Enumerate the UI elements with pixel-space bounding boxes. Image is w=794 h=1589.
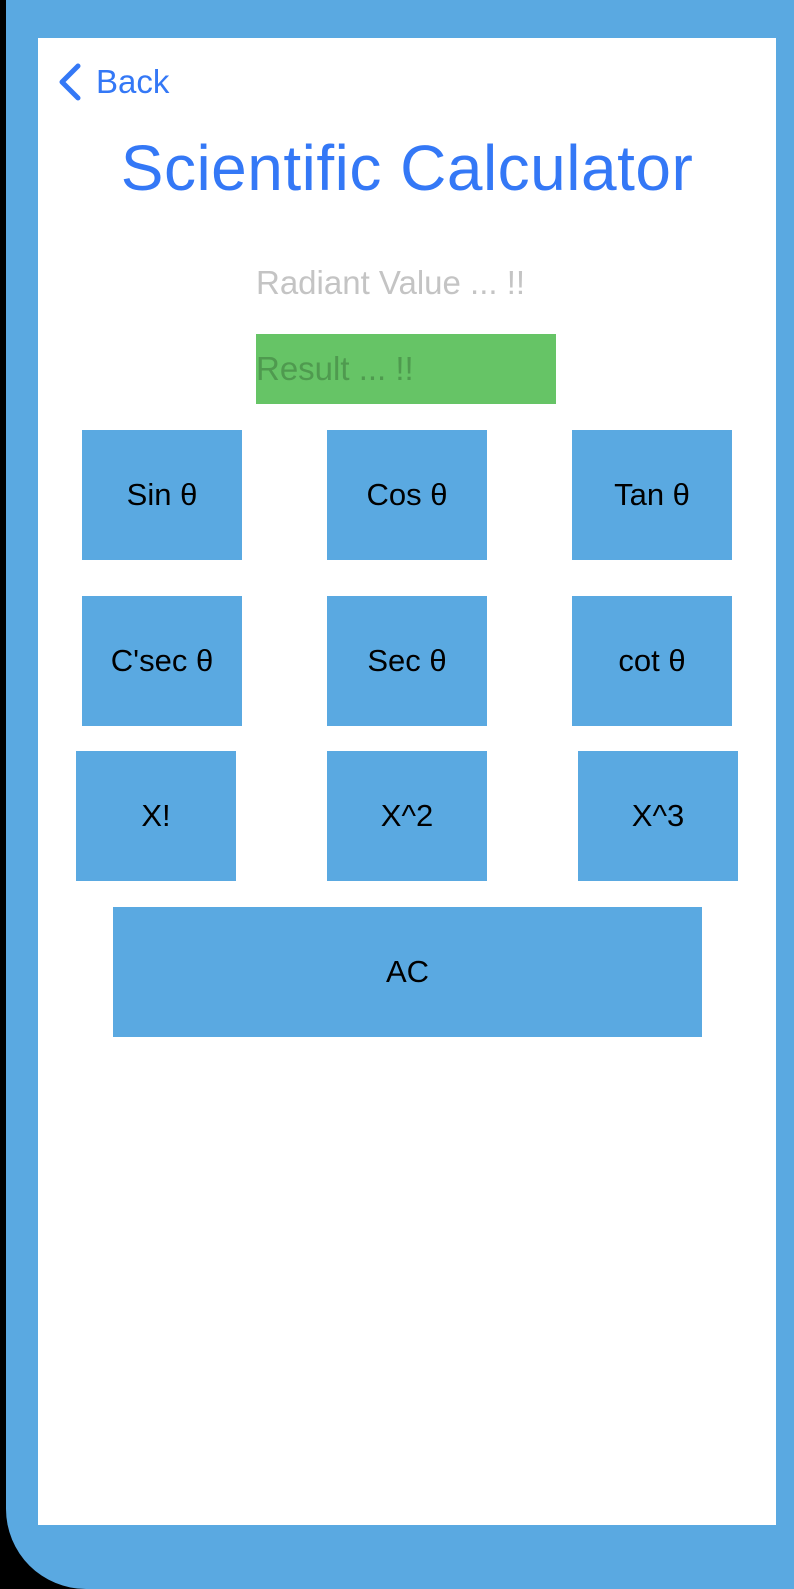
sin-button[interactable]: Sin θ <box>82 430 242 560</box>
back-button[interactable]: Back <box>56 60 169 104</box>
page-title: Scientific Calculator <box>120 132 694 204</box>
device-frame: Back Scientific Calculator Sin θ Cos θ T… <box>6 0 794 1589</box>
cot-button[interactable]: cot θ <box>572 596 732 726</box>
tan-button[interactable]: Tan θ <box>572 430 732 560</box>
cos-button[interactable]: Cos θ <box>327 430 487 560</box>
chevron-left-icon <box>56 62 84 102</box>
cube-button[interactable]: X^3 <box>578 751 738 881</box>
square-button[interactable]: X^2 <box>327 751 487 881</box>
clear-button[interactable]: AC <box>113 907 702 1037</box>
radiant-value-input[interactable] <box>256 260 556 306</box>
csec-button[interactable]: C'sec θ <box>82 596 242 726</box>
app-screen: Back Scientific Calculator Sin θ Cos θ T… <box>38 38 776 1525</box>
sec-button[interactable]: Sec θ <box>327 596 487 726</box>
back-label: Back <box>96 63 170 100</box>
factorial-button[interactable]: X! <box>76 751 236 881</box>
result-field[interactable] <box>256 334 556 404</box>
